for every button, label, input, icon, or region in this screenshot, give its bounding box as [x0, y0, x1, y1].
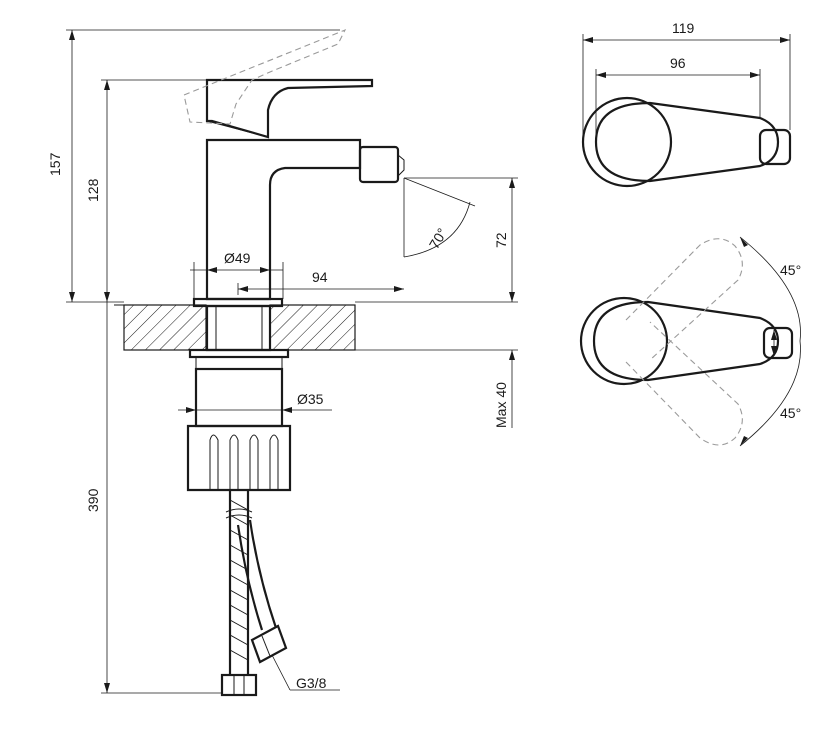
dim-157: 157 [47, 29, 340, 303]
dim-390-label: 390 [85, 488, 101, 512]
rotate-right-label: 45° [780, 405, 801, 421]
dim-157-label: 157 [47, 152, 63, 176]
dim-119: 119 [582, 20, 791, 142]
dim-d35-label: Ø35 [297, 391, 324, 407]
dim-d49-label: Ø49 [224, 250, 251, 266]
side-view: 70° [47, 28, 518, 697]
dim-d49: Ø49 [190, 250, 284, 299]
dim-max40: Max 40 [355, 349, 518, 428]
dim-72-label: 72 [493, 232, 509, 248]
dim-119-label: 119 [672, 20, 695, 36]
dim-d35: Ø35 [178, 391, 332, 413]
dim-390: 390 [85, 302, 222, 694]
dim-thread: G3/8 [271, 654, 340, 691]
dim-max40-label: Max 40 [493, 382, 509, 428]
rotation-view: 45° 45° [579, 236, 801, 447]
spray-angle-label: 70° [426, 225, 450, 251]
lever-handle [205, 78, 374, 139]
dim-128-label: 128 [85, 178, 101, 202]
countertop-section [114, 304, 356, 351]
dim-128: 128 [85, 79, 207, 302]
dim-96-label: 96 [670, 55, 686, 71]
dim-94-label: 94 [312, 269, 328, 285]
mounting-nut [186, 348, 292, 492]
dim-94: 94 [237, 269, 404, 295]
top-view: 119 96 [581, 20, 792, 188]
dim-72: 72 [355, 177, 518, 303]
rotate-left-label: 45° [780, 262, 801, 278]
handle-phantom [183, 28, 347, 125]
faucet-body [192, 138, 405, 352]
dim-thread-label: G3/8 [296, 675, 327, 691]
spray-angle: 70° [403, 177, 476, 258]
hoses [220, 490, 288, 697]
dim-96: 96 [595, 55, 761, 142]
